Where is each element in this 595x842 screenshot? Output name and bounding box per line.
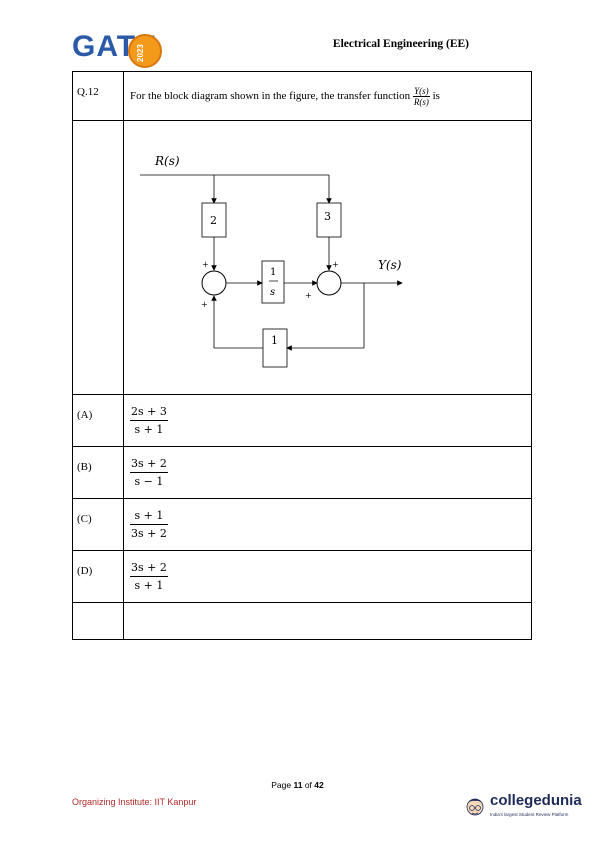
question-number: Q.12 bbox=[72, 71, 124, 121]
option-a-denominator: s + 1 bbox=[134, 423, 164, 436]
page-number: Page 11 of 42 bbox=[0, 780, 595, 790]
integrator-denominator: s bbox=[270, 287, 275, 298]
option-c-numerator: s + 1 bbox=[130, 509, 168, 525]
gain-block-2-label: 2 bbox=[210, 214, 217, 227]
option-row-b: (B) 3s + 2 s − 1 bbox=[72, 446, 532, 499]
question-text-end: is bbox=[432, 90, 440, 103]
input-label: R(s) bbox=[154, 154, 180, 168]
option-c-fraction: s + 1 3s + 2 bbox=[130, 509, 168, 541]
option-a-label: (A) bbox=[72, 394, 124, 447]
transfer-function-fraction: Y(s) R(s) bbox=[412, 86, 430, 107]
diagram-row: R(s) 2 3 bbox=[72, 120, 532, 395]
option-a-numerator: 2s + 3 bbox=[130, 405, 168, 421]
sum-2-plus-top: + bbox=[332, 260, 339, 269]
page-mid: of bbox=[302, 780, 315, 790]
sum-2-plus-left: + bbox=[305, 291, 312, 300]
page-total: 42 bbox=[314, 780, 324, 790]
collegedunia-logo: collegedunia India's largest Student Rev… bbox=[460, 790, 582, 824]
option-b-fraction: 3s + 2 s − 1 bbox=[130, 457, 168, 489]
empty-body-cell bbox=[123, 602, 532, 640]
option-c-label: (C) bbox=[72, 498, 124, 551]
empty-label-cell bbox=[72, 602, 124, 640]
gate-logo-year: 2023 bbox=[136, 44, 145, 62]
option-a-fraction: 2s + 3 s + 1 bbox=[130, 405, 168, 437]
question-text-cell: For the block diagram shown in the figur… bbox=[123, 71, 532, 121]
mascot-icon bbox=[466, 798, 484, 816]
tf-numerator: Y(s) bbox=[412, 86, 430, 97]
brand-tagline: India's largest Student Review Platform bbox=[490, 812, 569, 817]
sum-1-plus-top: + bbox=[202, 260, 209, 269]
sum-1-plus-bottom: + bbox=[201, 300, 208, 309]
option-d-cell: 3s + 2 s + 1 bbox=[123, 550, 532, 603]
option-row-d: (D) 3s + 2 s + 1 bbox=[72, 550, 532, 603]
summing-junction-2 bbox=[316, 270, 342, 296]
option-a-cell: 2s + 3 s + 1 bbox=[123, 394, 532, 447]
output-label: Y(s) bbox=[378, 258, 402, 272]
organizer-text: Organizing Institute: IIT Kanpur bbox=[72, 797, 197, 807]
option-c-denominator: 3s + 2 bbox=[131, 527, 167, 540]
empty-row bbox=[72, 602, 532, 640]
integrator-numerator: 1 bbox=[270, 267, 276, 278]
option-d-denominator: s + 1 bbox=[134, 579, 164, 592]
option-b-cell: 3s + 2 s − 1 bbox=[123, 446, 532, 499]
option-b-label: (B) bbox=[72, 446, 124, 499]
option-row-a: (A) 2s + 3 s + 1 bbox=[72, 394, 532, 447]
diagram-label-cell bbox=[72, 120, 124, 395]
integrator-block bbox=[261, 260, 285, 304]
diagram-cell: R(s) 2 3 bbox=[123, 120, 532, 395]
option-d-label: (D) bbox=[72, 550, 124, 603]
gate-logo: GATE 2023 bbox=[72, 28, 182, 70]
block-diagram: R(s) 2 3 bbox=[140, 154, 403, 368]
option-c-cell: s + 1 3s + 2 bbox=[123, 498, 532, 551]
tf-denominator: R(s) bbox=[413, 97, 429, 107]
question-text: For the block diagram shown in the figur… bbox=[130, 90, 411, 103]
option-row-c: (C) s + 1 3s + 2 bbox=[72, 498, 532, 551]
page-current: 11 bbox=[293, 780, 303, 790]
option-d-fraction: 3s + 2 s + 1 bbox=[130, 561, 168, 593]
page-prefix: Page bbox=[271, 780, 294, 790]
subject-title: Electrical Engineering (EE) bbox=[332, 38, 469, 50]
brand-name: collegedunia bbox=[490, 792, 582, 809]
option-d-numerator: 3s + 2 bbox=[130, 561, 168, 577]
question-table: Q.12 For the block diagram shown in the … bbox=[72, 71, 532, 640]
feedback-block-label: 1 bbox=[271, 334, 278, 347]
option-b-denominator: s − 1 bbox=[134, 475, 164, 488]
option-b-numerator: 3s + 2 bbox=[130, 457, 168, 473]
gain-block-3-label: 3 bbox=[324, 210, 331, 223]
summing-junction-1 bbox=[201, 270, 227, 296]
gate-logo-badge bbox=[128, 34, 162, 68]
question-row: Q.12 For the block diagram shown in the … bbox=[72, 71, 532, 121]
